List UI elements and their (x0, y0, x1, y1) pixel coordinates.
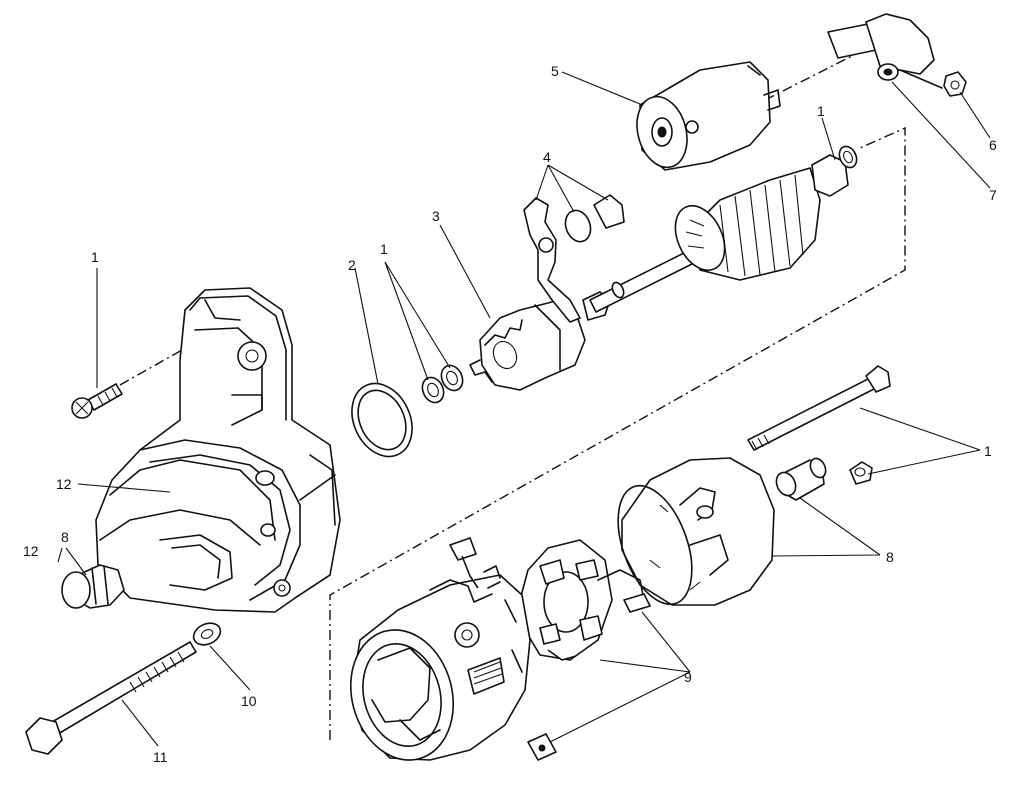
pinion-clutch-3 (469, 291, 611, 391)
callout-5: 5 (551, 63, 559, 79)
armature (589, 145, 858, 313)
washer-10 (192, 622, 222, 646)
yoke-field-frame (349, 537, 531, 761)
assembly-axis-frame (329, 126, 906, 740)
assembly-axis-bolt (119, 349, 183, 386)
callout-8-right: 8 (886, 549, 894, 565)
callout-7: 7 (989, 187, 997, 203)
callout-12-top: 12 (56, 476, 72, 492)
terminal-boot-7 (827, 13, 943, 89)
terminal-nut-6 (943, 71, 967, 97)
callout-11: 11 (153, 749, 168, 765)
callout-1-armature: 1 (817, 103, 825, 119)
callout-3: 3 (432, 208, 440, 224)
commutator-end-cover (617, 457, 775, 606)
shift-lever-4 (523, 194, 625, 323)
bushing-8-right (775, 457, 827, 501)
callout-2: 2 (348, 257, 356, 273)
callout-8-left: 8 (61, 529, 69, 545)
solenoid-5 (636, 61, 781, 171)
drive-end-housing (61, 287, 341, 613)
callout-9: 9 (684, 669, 692, 685)
callout-1-snap-rings: 1 (380, 241, 388, 257)
callout-4: 4 (543, 149, 551, 165)
callout-1-bolt: 1 (91, 249, 99, 265)
callout-1-right: 1 (984, 443, 992, 459)
brush-holder-9 (519, 539, 651, 661)
snap-rings-1 (421, 364, 464, 404)
mounting-bolt (71, 383, 123, 419)
callout-12-left: 12 (23, 543, 39, 559)
leader-lines (57, 71, 991, 747)
brush-clip (527, 733, 557, 761)
through-bolt-11 (25, 641, 197, 755)
long-through-bolt (747, 365, 891, 451)
small-screw (849, 461, 873, 485)
seal-ring-2 (351, 382, 413, 458)
callout-6: 6 (989, 137, 997, 153)
callout-10: 10 (241, 693, 257, 709)
assembly-axis-solenoid (764, 51, 861, 101)
